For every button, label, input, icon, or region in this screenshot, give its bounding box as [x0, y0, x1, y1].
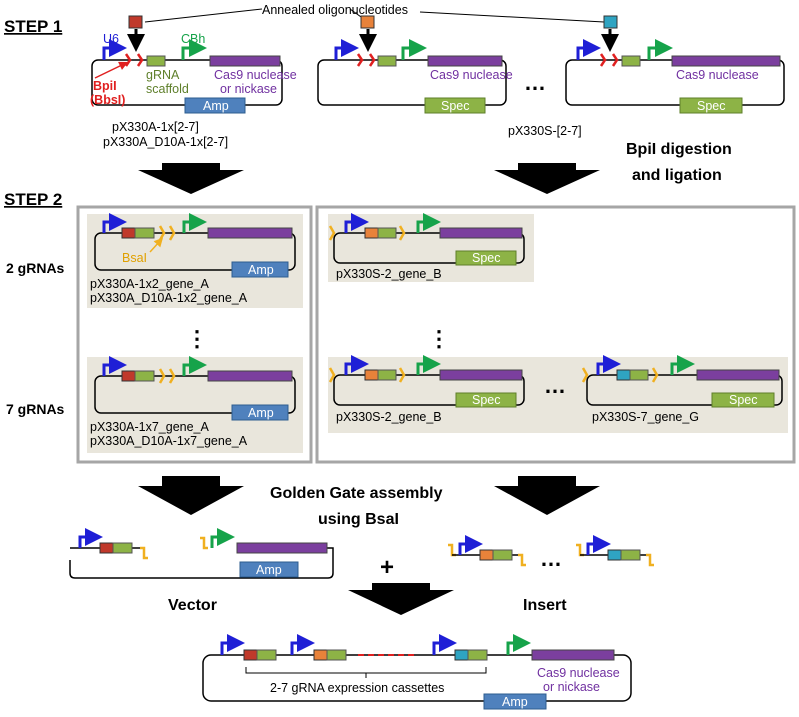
a2-name-1: pX330A-1x2_gene_A [90, 277, 210, 291]
scaffold-label-2: scaffold [146, 82, 189, 96]
golden-gate-title-2: using BsaI [318, 511, 399, 528]
cas9-label-2: or nickase [220, 82, 277, 96]
bpi-label: BpiI [93, 79, 117, 93]
annealed-pointer-right [419, 11, 605, 23]
s7-name: pX330S-7_gene_G [592, 410, 699, 424]
spec-s2-row7: Spec [472, 393, 501, 407]
cas9-s1-label: Cas9 nuclease [430, 68, 513, 82]
vector-label: Vector [168, 597, 217, 614]
row-2-grnas: 2 gRNAs [6, 260, 65, 276]
plasmid-s-name: pX330S-[2-7] [508, 124, 582, 138]
u6-label: U6 [103, 32, 119, 46]
cas9-label-1: Cas9 nuclease [214, 68, 297, 82]
vdots-a: ⋮ [186, 326, 208, 351]
arrow-down-right-2 [494, 476, 600, 515]
spec-s1-label: Spec [441, 99, 470, 113]
bbs-label: (BbsI) [90, 93, 125, 107]
spec-s2-label: Spec [697, 99, 726, 113]
plasmid-a2 [94, 213, 296, 278]
plasmid-s7 [581, 355, 783, 408]
row-7-grnas: 7 gRNAs [6, 401, 65, 417]
cas9-final-1: Cas9 nuclease [537, 666, 620, 680]
golden-gate-title-1: Golden Gate assembly [270, 485, 443, 502]
digest-label-2: and ligation [632, 167, 722, 184]
arrow-down-final [348, 583, 454, 615]
plasmid-s2 [328, 213, 525, 266]
amp-vector: Amp [256, 563, 282, 577]
insert-label: Insert [523, 597, 567, 614]
arrow-down-left-1 [138, 163, 244, 194]
box-pX330A [76, 205, 313, 464]
arrow-down-right-1 [494, 163, 600, 194]
plasmid-s-step1-a [317, 39, 507, 114]
amp-final: Amp [502, 695, 528, 709]
plasmid-a-name-2: pX330A_D10A-1x[2-7] [103, 135, 228, 149]
amp-a7: Amp [248, 406, 274, 420]
oligo-orange [360, 15, 375, 29]
spec-s7: Spec [729, 393, 758, 407]
bsai-label: BsaI [122, 251, 147, 265]
amp-label: Amp [203, 99, 229, 113]
vector-plasmid [69, 528, 334, 579]
insert-2 [576, 535, 654, 567]
cbh-label: CBh [181, 32, 205, 46]
plus-sign: + [380, 554, 394, 581]
cas9-s2-label: Cas9 nuclease [676, 68, 759, 82]
plasmid-a7 [94, 356, 296, 421]
step1-title: STEP 1 [4, 17, 62, 36]
spec-s2b-label: Spec [472, 251, 501, 265]
cassettes-label: 2-7 gRNA expression cassettes [270, 681, 444, 695]
arrow-down-left-2 [138, 476, 244, 515]
step2-title: STEP 2 [4, 190, 62, 209]
ellipsis-step1: … [524, 70, 546, 95]
plasmid-a-name-1: pX330A-1x[2-7] [112, 120, 199, 134]
vdots-s: ⋮ [428, 326, 450, 351]
ellipsis-insert: … [540, 546, 562, 571]
annealed-pointer-left [144, 8, 263, 23]
cas9-final-2: or nickase [543, 680, 600, 694]
plasmid-s2-row7 [328, 355, 525, 408]
a7-name-1: pX330A-1x7_gene_A [90, 420, 210, 434]
annealed-oligo-label: Annealed oligonucleotides [262, 3, 408, 17]
s2-name: pX330S-2_gene_B [336, 267, 442, 281]
final-plasmid [202, 634, 632, 710]
amp-a2: Amp [248, 263, 274, 277]
a7-name-2: pX330A_D10A-1x7_gene_A [90, 434, 248, 448]
plasmid-a-step1 [91, 39, 283, 114]
s2b-name: pX330S-2_gene_B [336, 410, 442, 424]
a2-name-2: pX330A_D10A-1x2_gene_A [90, 291, 248, 305]
digest-label-1: BpiI digestion [626, 141, 732, 158]
scaffold-label-1: gRNA [146, 68, 180, 82]
oligo-teal [603, 15, 618, 29]
ellipsis-step2: … [544, 373, 566, 398]
box-pX330S [315, 205, 796, 464]
insert-1 [448, 535, 526, 567]
plasmid-s-step1-b [565, 39, 785, 114]
oligo-red [128, 15, 143, 29]
